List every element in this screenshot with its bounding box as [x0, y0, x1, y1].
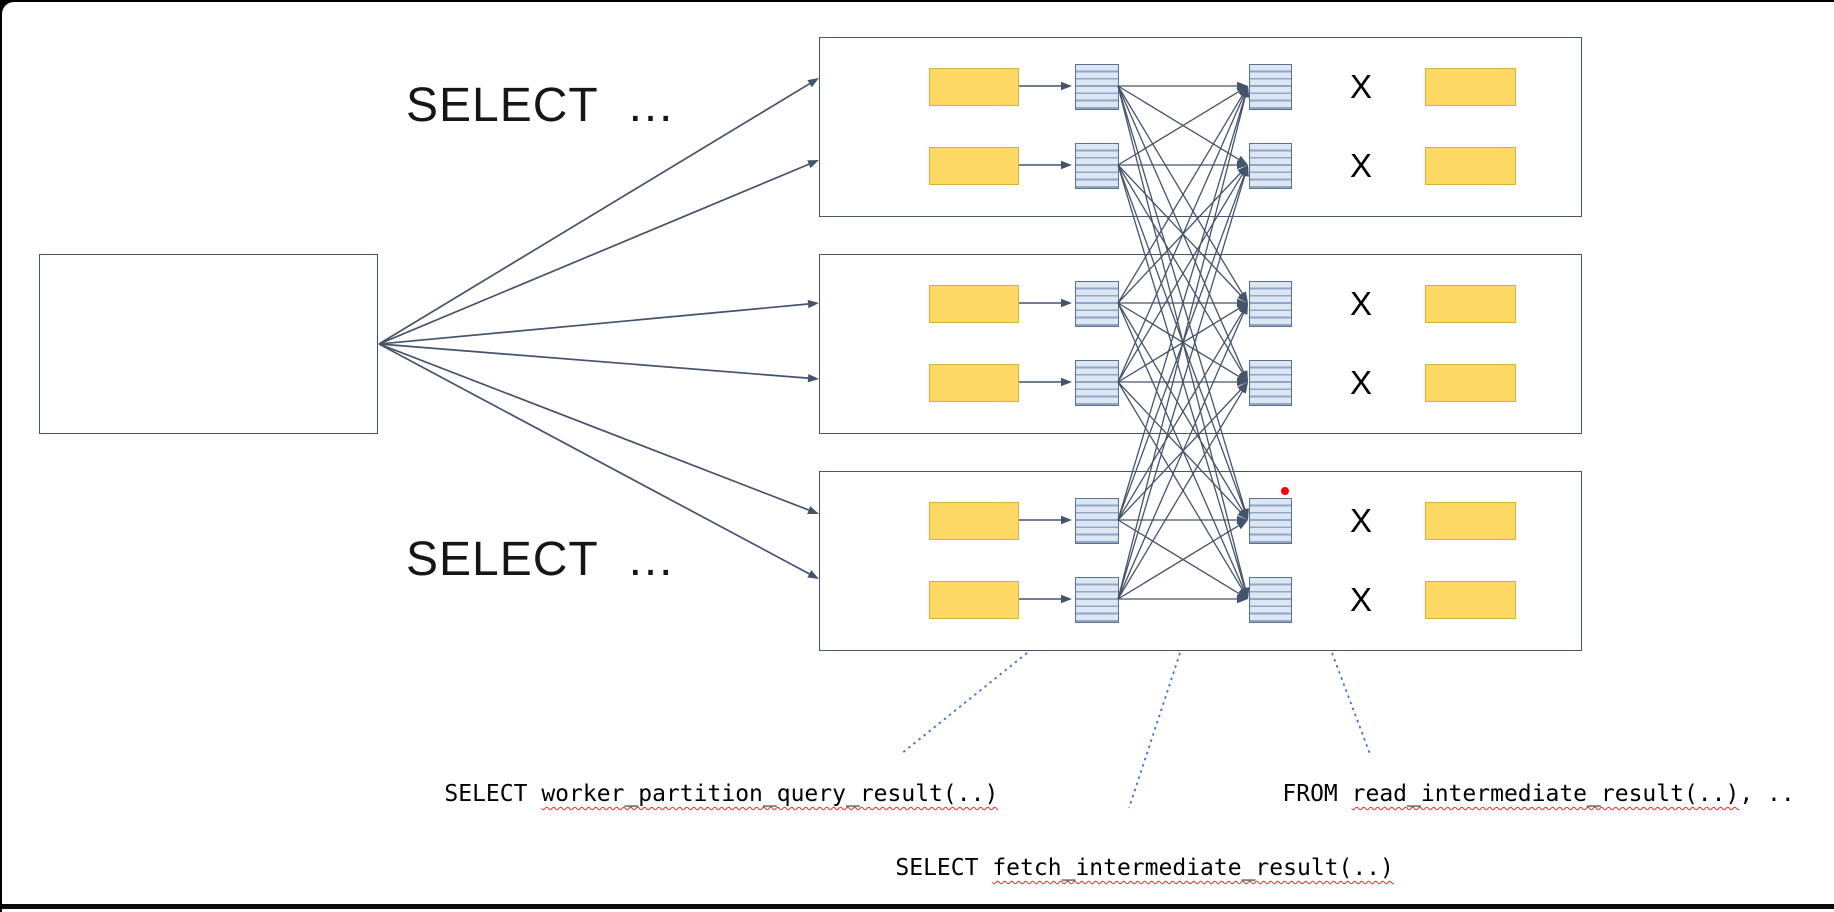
target-shard-rect [1425, 581, 1516, 619]
target-shard-rect [1425, 285, 1516, 323]
fetched-result-icon [1249, 577, 1292, 623]
sql-keyword: FROM [1282, 781, 1338, 807]
sql-keyword: SELECT [444, 781, 528, 807]
x-label: X [1349, 364, 1372, 401]
sql-function-name: fetch_intermediate_result(..) [992, 855, 1394, 881]
worker-node-2: X X [819, 254, 1582, 434]
fetched-result-icon [1249, 143, 1292, 189]
partitioned-result-icon [1075, 577, 1119, 623]
source-shard-rect [929, 285, 1019, 323]
select-query-bottom-label: SELECT … [406, 533, 676, 586]
x-label: X [1349, 502, 1372, 539]
partitioned-result-icon [1075, 498, 1119, 544]
x-label: X [1349, 285, 1372, 322]
source-shard-rect [929, 68, 1019, 106]
sql-function-name: worker_partition_query_result(..) [541, 781, 999, 807]
partitioned-result-icon [1075, 64, 1119, 110]
fetched-result-icon [1249, 281, 1292, 327]
annotation-worker-partition-query: SELECT worker_partition_query_result(..) [389, 755, 998, 833]
x-label: X [1349, 581, 1372, 618]
sql-suffix: , .. [1739, 781, 1795, 807]
source-shard-rect [929, 364, 1019, 402]
fetched-result-icon [1249, 360, 1292, 406]
shard-pipeline-row: X [820, 360, 1581, 406]
x-label: X [1349, 68, 1372, 105]
target-shard-rect [1425, 364, 1516, 402]
sql-function-name: read_intermediate_result(..) [1351, 781, 1740, 807]
shard-pipeline-row: X [820, 64, 1581, 110]
target-shard-rect [1425, 147, 1516, 185]
source-shard-rect [929, 502, 1019, 540]
fetched-result-icon [1249, 498, 1292, 544]
source-shard-rect [929, 581, 1019, 619]
partitioned-result-icon [1075, 281, 1119, 327]
worker-node-1: X X [819, 37, 1582, 217]
fetched-result-icon [1249, 64, 1292, 110]
shard-pipeline-row: X [820, 577, 1581, 623]
sql-keyword: SELECT [895, 855, 979, 881]
x-label: X [1349, 147, 1372, 184]
red-marker-dot [1281, 487, 1289, 495]
coordinator-node [39, 254, 378, 434]
target-shard-rect [1425, 502, 1516, 540]
annotation-read-intermediate-result: FROM read_intermediate_result(..), .. [1227, 755, 1795, 833]
window-bottom-edge [2, 904, 1834, 909]
select-query-top-label: SELECT … [406, 79, 676, 132]
partitioned-result-icon [1075, 143, 1119, 189]
shard-pipeline-row: X [820, 498, 1581, 544]
worker-node-3: X X [819, 471, 1582, 651]
shard-pipeline-row: X [820, 281, 1581, 327]
source-shard-rect [929, 147, 1019, 185]
partitioned-result-icon [1075, 360, 1119, 406]
annotation-fetch-intermediate-result: SELECT fetch_intermediate_result(..) [840, 829, 1394, 907]
shard-pipeline-row: X [820, 143, 1581, 189]
target-shard-rect [1425, 68, 1516, 106]
